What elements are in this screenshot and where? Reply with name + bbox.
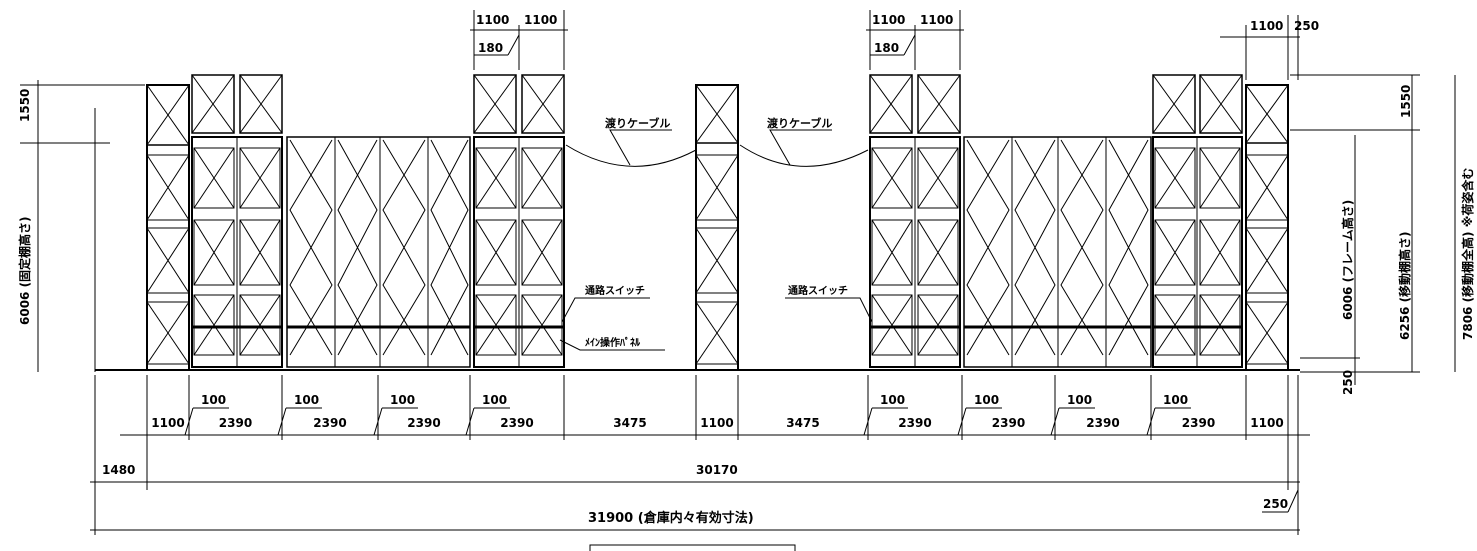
moving-height-dim: 6256 (移動棚高さ) [1397, 231, 1412, 340]
panel-leader [559, 339, 665, 351]
bay-dim-4: 2390 [500, 416, 533, 430]
gap-dim-2: 100 [390, 393, 415, 407]
bay-dim-0: 1100 [151, 416, 184, 430]
gap-leader [277, 407, 287, 436]
top-dim-180-a: 180 [478, 41, 503, 55]
bay-dim-3: 2390 [407, 416, 440, 430]
bay-dim-1: 2390 [219, 416, 252, 430]
gap-leader [863, 407, 873, 436]
top-dim-250: 250 [1294, 19, 1319, 33]
fixed-shelf-right [1245, 84, 1289, 371]
bay-dim-7: 3475 [786, 416, 819, 430]
bay-dim-5: 3475 [613, 416, 646, 430]
gap-leader [1050, 407, 1060, 436]
bottom-dims: 1100 2390 2390 2390 2390 3475 1100 3475 2390 2390… [120, 375, 1310, 440]
cable-leader-left [609, 129, 672, 166]
bay-dim-6: 1100 [700, 416, 733, 430]
gap-dim-5: 100 [974, 393, 999, 407]
title-block-edge [589, 544, 796, 551]
gap-leader [957, 407, 967, 436]
dim-250-bottom: 250 [1263, 497, 1288, 511]
mobile-rack-left-b [473, 74, 565, 368]
right-height-dims: 1550 250 6006 (フレーム高さ) 6256 (移動棚高さ) 7806… [1290, 74, 1475, 395]
bay-dim-12: 1100 [1250, 416, 1283, 430]
top-dim-1100-d: 1100 [920, 13, 953, 27]
cable-line-right [739, 144, 869, 167]
main-panel-label: ﾒｲﾝ操作ﾊﾟﾈﾙ [585, 336, 641, 349]
left-dim-1550: 1550 [18, 89, 32, 122]
fixed-shelf-left [146, 84, 190, 371]
empty-frames-right [963, 136, 1152, 368]
switch-leader-right [785, 297, 873, 323]
right-dim-250: 250 [1341, 370, 1355, 395]
cable-label-left: 渡りケーブル [605, 116, 670, 130]
bay-dim-8: 2390 [898, 416, 931, 430]
bay-dim-11: 2390 [1182, 416, 1215, 430]
mobile-rack-right-b [1152, 74, 1243, 368]
left-dim-6006-fixed: 6006 (固定棚高さ) [17, 216, 32, 325]
mobile-rack-right-a [869, 74, 961, 368]
gap-dim-6: 100 [1067, 393, 1092, 407]
gap-leader [465, 407, 475, 436]
gap-leader [184, 407, 194, 436]
dim-1480: 1480 [102, 463, 135, 477]
top-dim-1100-c: 1100 [872, 13, 905, 27]
top-dim-1100-e: 1100 [1250, 19, 1283, 33]
top-dim-1100-a: 1100 [476, 13, 509, 27]
center-shelf [695, 84, 739, 371]
gap-dim-4: 100 [880, 393, 905, 407]
gap-dim-0: 100 [201, 393, 226, 407]
cable-leader-right [769, 129, 832, 166]
switch-label-left: 通路スイッチ [585, 284, 645, 297]
dim-30170: 30170 [696, 463, 738, 477]
top-dim-180-b: 180 [874, 41, 899, 55]
bay-dim-9: 2390 [992, 416, 1025, 430]
cable-line-left [565, 144, 697, 167]
empty-frames-left [286, 136, 471, 368]
gap-dim-7: 100 [1163, 393, 1188, 407]
switch-label-right: 通路スイッチ [788, 284, 848, 297]
switch-leader-left [561, 297, 650, 323]
overall-dims: 1480 30170 250 31900 (倉庫内々有効寸法) [90, 375, 1300, 535]
gap-leader [1146, 407, 1156, 436]
top-dim-1100-b: 1100 [524, 13, 557, 27]
rack-group [146, 74, 1289, 371]
mobile-rack-left-a [191, 74, 283, 368]
top-dims-middle: 1100 1100 180 [866, 10, 964, 70]
gap-dim-1: 100 [294, 393, 319, 407]
frame-height-dim: 6006 (フレーム高さ) [1340, 200, 1355, 320]
gap-dim-3: 100 [482, 393, 507, 407]
dim-31900-total: 31900 (倉庫内々有効寸法) [588, 510, 754, 526]
cable-label-right: 渡りケーブル [767, 116, 832, 130]
top-dims-left: 1100 1100 180 [470, 10, 568, 70]
left-height-dims: 1550 6006 (固定棚高さ) [17, 80, 145, 372]
top-dims-right: 1100 250 [1220, 15, 1319, 80]
right-dim-1550: 1550 [1399, 85, 1413, 118]
total-height-dim: 7806 (移動棚全高) ※荷姿含む [1460, 168, 1475, 340]
bay-dim-2: 2390 [313, 416, 346, 430]
bay-dim-10: 2390 [1086, 416, 1119, 430]
gap-leader [373, 407, 383, 436]
